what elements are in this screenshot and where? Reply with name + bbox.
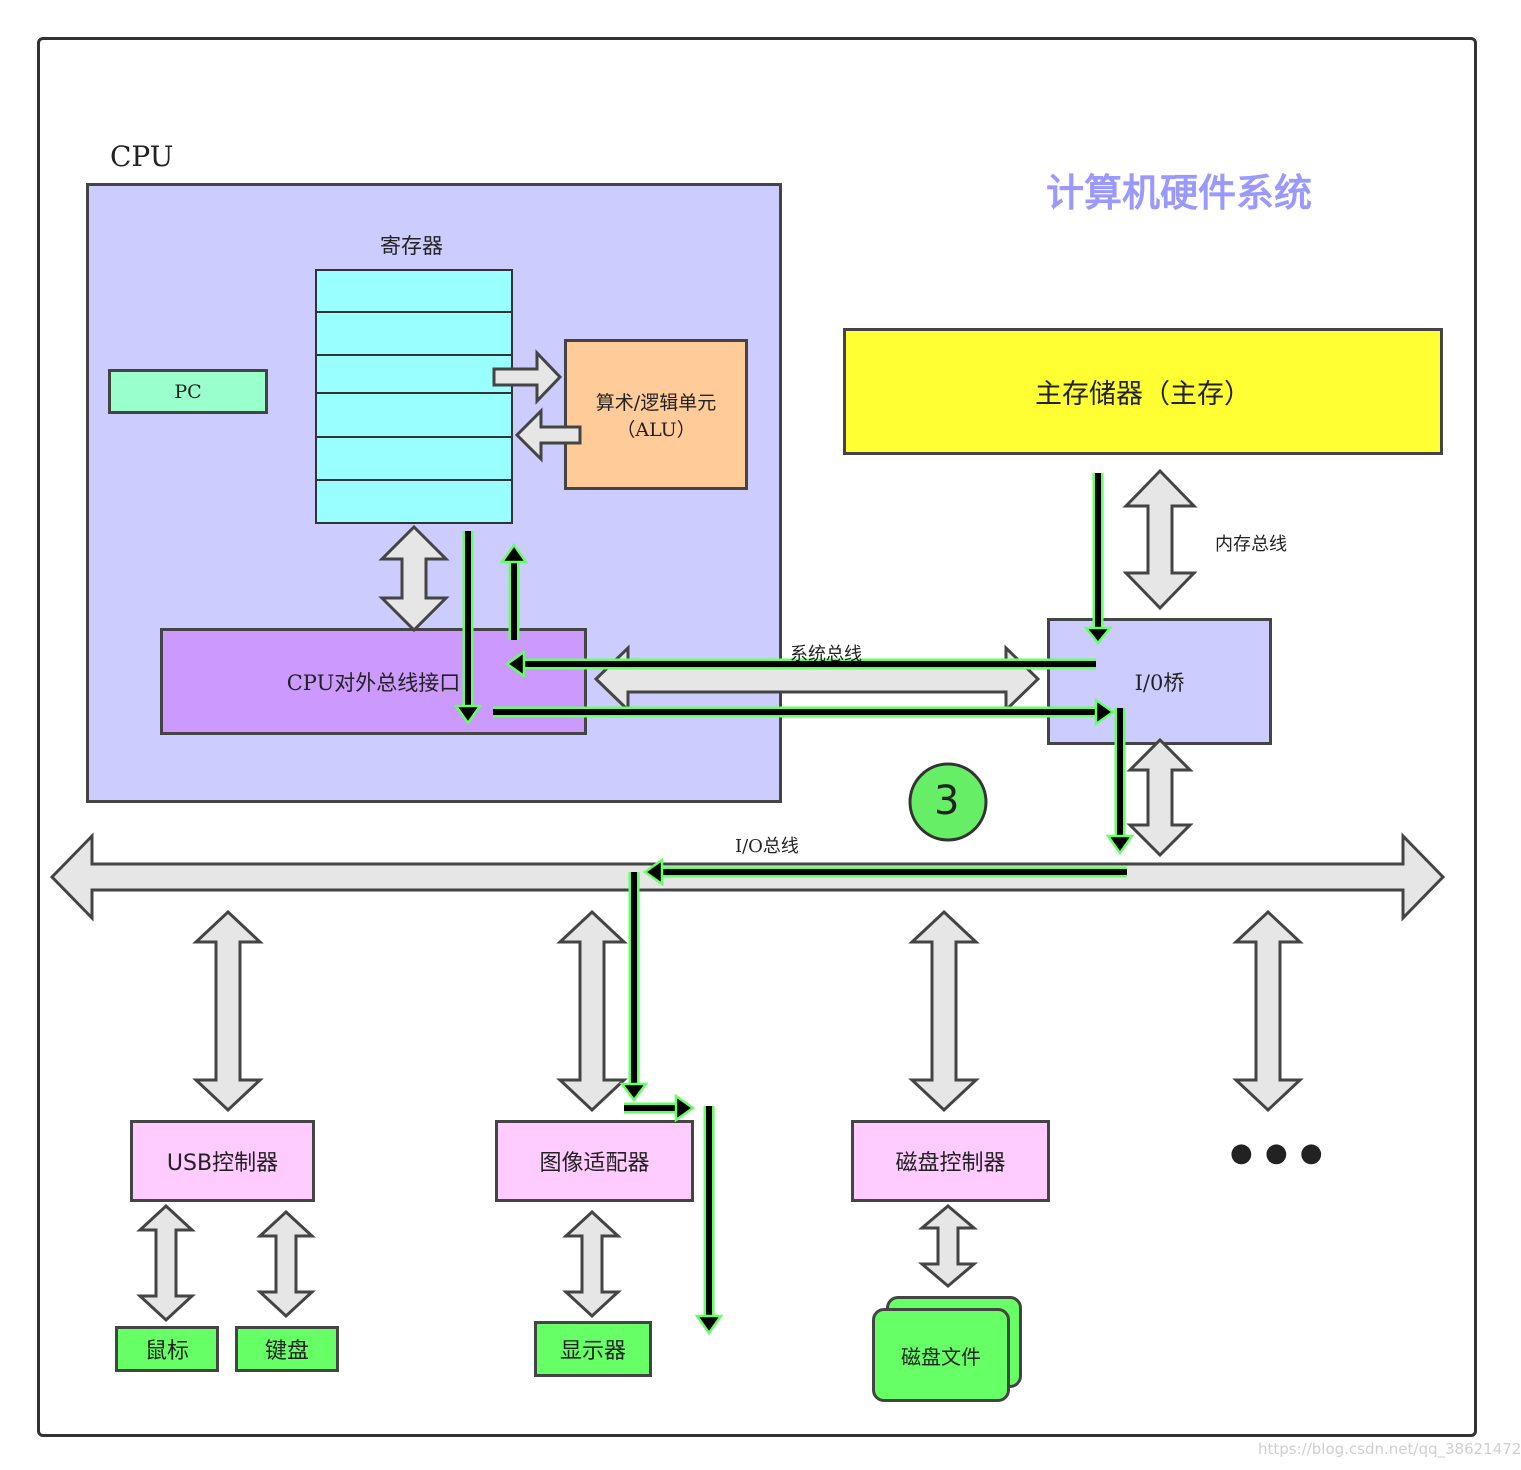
mouse-box: 鼠标 <box>115 1326 219 1372</box>
display-box: 显示器 <box>534 1321 652 1377</box>
register-row <box>315 311 513 356</box>
io-bus-label: I/O总线 <box>735 836 799 857</box>
register-row <box>315 479 513 524</box>
memory-bus-label: 内存总线 <box>1215 534 1287 555</box>
keyboard-box: 键盘 <box>235 1326 339 1372</box>
diagram-title: 计算机硬件系统 <box>1046 171 1313 215</box>
cpu-label: CPU <box>110 140 174 173</box>
pc-register: PC <box>108 369 268 414</box>
usb-bus-arrow <box>192 909 264 1113</box>
disk-controller-box: 磁盘控制器 <box>851 1120 1050 1202</box>
usb-keyboard-arrow <box>256 1209 316 1319</box>
register-to-alu-arrow <box>492 349 563 405</box>
data-flow-paths <box>453 473 1135 1336</box>
disk-file-arrow <box>917 1204 979 1288</box>
usb-mouse-arrow <box>136 1203 196 1323</box>
step-circle <box>908 762 988 842</box>
more-devices-ellipsis: ● ● ● <box>1230 1138 1325 1168</box>
bridge-iobus-arrow <box>1126 737 1194 858</box>
registers-label: 寄存器 <box>380 234 443 258</box>
more-bus-arrow <box>1232 909 1304 1113</box>
system-bus-label: 系统总线 <box>790 644 862 665</box>
alu-to-register-arrow <box>514 407 582 463</box>
graphics-bus-arrow <box>556 909 628 1113</box>
watermark: https://blog.csdn.net/qq_38621472 <box>1258 1440 1521 1458</box>
register-interface-arrow <box>378 524 450 633</box>
alu-label: 算术/逻辑单元 <box>595 391 717 414</box>
alu-box: 算术/逻辑单元 （ALU） <box>564 339 748 490</box>
usb-controller-box: USB控制器 <box>130 1120 315 1202</box>
alu-abbrev: （ALU） <box>616 418 696 441</box>
disk-bus-arrow <box>908 909 980 1113</box>
main-memory-box: 主存储器（主存） <box>843 328 1443 455</box>
memory-bus-arrow <box>1122 468 1198 611</box>
step-number: 3 <box>934 778 960 824</box>
graphics-display-arrow <box>562 1209 622 1319</box>
graphics-adapter-box: 图像适配器 <box>495 1120 694 1202</box>
io-bridge-box: I/0桥 <box>1047 618 1272 745</box>
disk-file-box: 磁盘文件 <box>872 1308 1010 1402</box>
